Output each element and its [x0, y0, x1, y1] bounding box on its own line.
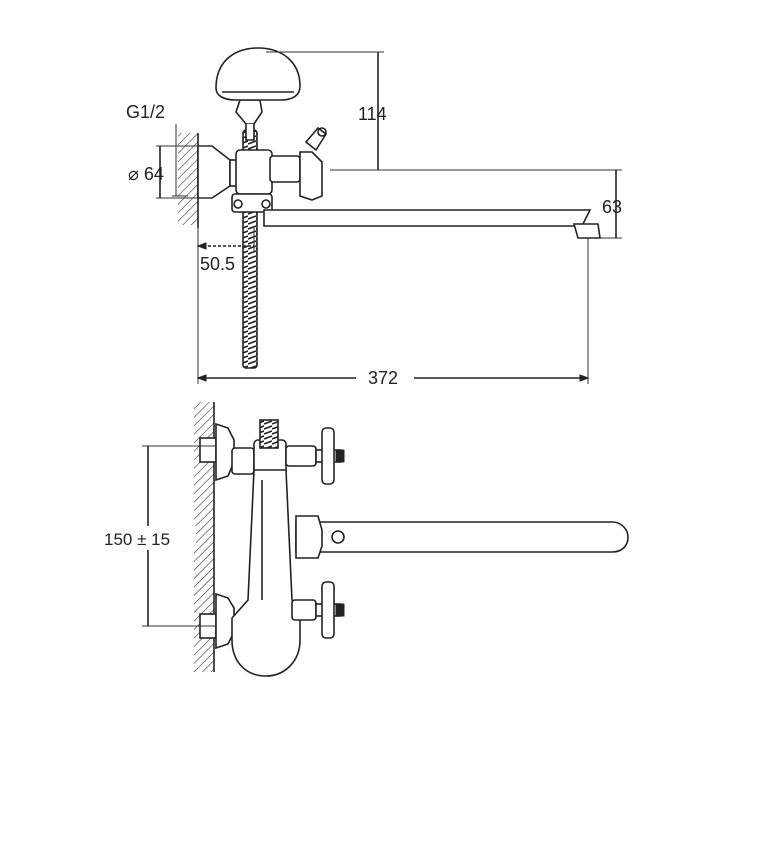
upper-cross-handle: [285, 427, 345, 485]
thread-label: G1/2: [126, 102, 165, 122]
top-view: 150 ± 15: [100, 402, 629, 677]
shower-height-label: 114: [358, 104, 387, 124]
wall-section-side: [178, 133, 199, 228]
shower-head: [215, 47, 301, 101]
dim-spout-drop: 63: [330, 169, 622, 239]
dim-thread: G1/2: [126, 102, 188, 197]
spout-top: [295, 515, 629, 559]
diverter-knob: [269, 126, 328, 201]
spout-length-label: 372: [368, 368, 398, 388]
dim-wall-offset: 50.5: [196, 226, 255, 274]
lower-connection: [199, 592, 235, 650]
valve-body-side: [231, 149, 273, 213]
valve-body-top: [231, 469, 301, 677]
lower-cross-handle: [291, 581, 345, 639]
spout-side: [263, 209, 601, 239]
side-view: 114 63 372 50.5: [126, 47, 622, 388]
flange-diameter-label: ⌀ 64: [128, 164, 164, 184]
dim-flange-diameter: ⌀ 64: [128, 145, 212, 199]
wall-flange: [197, 145, 239, 199]
center-distance-label: 150 ± 15: [104, 530, 170, 549]
dim-center-distance: 150 ± 15: [100, 445, 216, 627]
wall-offset-label: 50.5: [200, 254, 235, 274]
spout-drop-label: 63: [602, 197, 622, 217]
shower-holder: [235, 99, 263, 141]
hose-connector-top: [259, 419, 279, 449]
dim-spout-length: 372: [196, 226, 590, 388]
